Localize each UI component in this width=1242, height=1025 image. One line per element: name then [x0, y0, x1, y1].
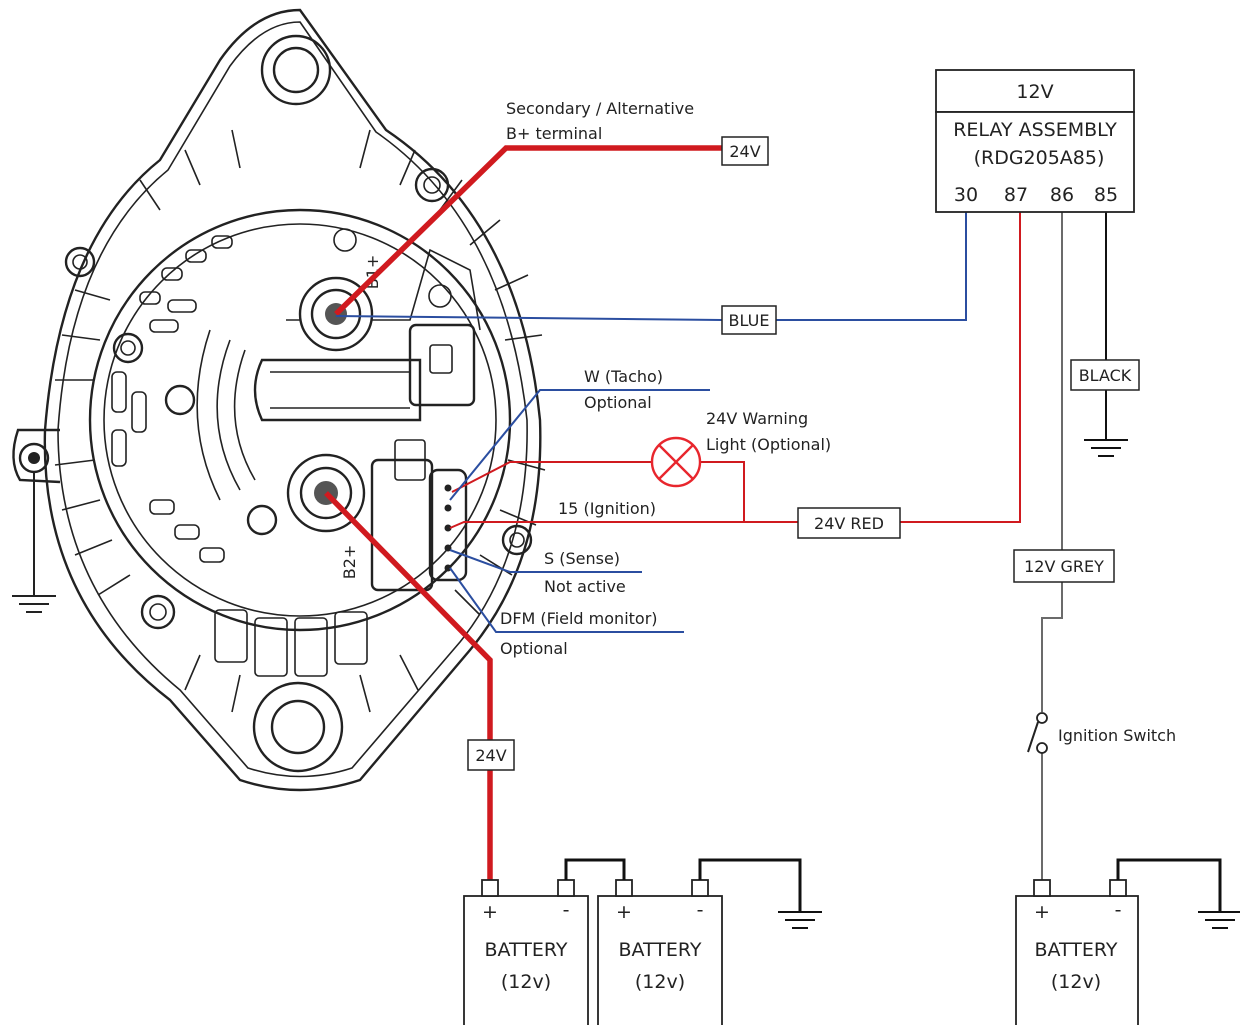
battery-3-name: BATTERY [1034, 939, 1117, 961]
relay-pin-30: 30 [954, 184, 978, 206]
label-24v-b2: 24V [467, 739, 515, 771]
annotation-ignition: 15 (Ignition) [558, 499, 656, 518]
wire-series-link [564, 858, 626, 880]
wire-b2-to-battery [324, 491, 493, 880]
relay-assembly: 12V RELAY ASSEMBLY (RDG205A85) 30 87 86 … [935, 69, 1135, 213]
b2-terminal-label: B2+ [340, 545, 359, 580]
wire-blue-sense [449, 549, 642, 573]
wire-blue-dfm [449, 567, 684, 633]
annotation-dfm-line1: DFM (Field monitor) [500, 609, 658, 628]
connector-pins [444, 484, 452, 572]
annotation-warning-line2: Light (Optional) [706, 435, 831, 454]
battery-2-rating: (12v) [635, 971, 685, 993]
relay-part-number: (RDG205A85) [974, 147, 1105, 169]
battery-3-rating: (12v) [1051, 971, 1101, 993]
annotation-tacho-line1: W (Tacho) [584, 367, 663, 386]
wire-black-85 [1084, 212, 1128, 457]
label-24v-b2-text: 24V [475, 746, 506, 765]
label-black: BLACK [1070, 359, 1140, 391]
wire-blue [335, 212, 967, 321]
wire-red-warning-to-alt [451, 461, 652, 493]
battery-3-plus: + [1034, 901, 1050, 923]
wire-red-warning [700, 461, 745, 522]
relay-pin-86: 86 [1050, 184, 1074, 206]
battery-1: + - BATTERY (12v) [463, 879, 589, 1025]
ground-symbol-battery-bank [698, 858, 822, 929]
wire-red-ignition [449, 521, 798, 529]
wire-red-87 [900, 212, 1021, 523]
label-24v-b-plus-text: 24V [729, 142, 760, 161]
ignition-switch-label: Ignition Switch [1058, 726, 1176, 745]
wire-secondary-b-plus [334, 145, 722, 316]
annotation-secondary-line1: Secondary / Alternative [506, 99, 694, 118]
battery-1-minus: - [563, 899, 570, 921]
annotation-tacho-line2: Optional [584, 393, 652, 412]
battery-1-name: BATTERY [484, 939, 567, 961]
wire-blue-tacho [449, 389, 710, 501]
battery-1-plus: + [482, 901, 498, 923]
ground-symbol-12v-battery [1116, 858, 1240, 929]
ground-symbol-alternator [12, 472, 56, 613]
label-12v-grey-text: 12V GREY [1024, 557, 1104, 576]
battery-2: + - BATTERY (12v) [597, 879, 723, 1025]
label-blue-text: BLUE [729, 311, 770, 330]
battery-2-minus: - [697, 899, 704, 921]
label-blue: BLUE [721, 305, 777, 335]
battery-1-rating: (12v) [501, 971, 551, 993]
battery-2-plus: + [616, 901, 632, 923]
label-black-text: BLACK [1079, 366, 1132, 385]
ignition-switch[interactable] [1027, 712, 1048, 754]
label-24v-red: 24V RED [797, 507, 901, 539]
relay-voltage: 12V [1016, 81, 1053, 103]
annotation-warning-line1: 24V Warning [706, 409, 808, 428]
annotation-sense-line1: S (Sense) [544, 549, 620, 568]
battery-3: + - BATTERY (12v) [1015, 879, 1139, 1025]
label-12v-grey: 12V GREY [1013, 549, 1115, 583]
annotation-sense-line2: Not active [544, 577, 626, 596]
battery-2-name: BATTERY [618, 939, 701, 961]
wire-grey-86 [1041, 212, 1063, 880]
battery-3-minus: - [1115, 899, 1122, 921]
relay-title: RELAY ASSEMBLY [953, 119, 1117, 141]
alternator: B2+ B1+ [12, 8, 546, 792]
relay-pin-85: 85 [1094, 184, 1118, 206]
housing-bolts [64, 167, 533, 630]
warning-lamp-icon [650, 436, 702, 488]
relay-pin-87: 87 [1004, 184, 1028, 206]
label-24v-b-plus: 24V [721, 136, 769, 166]
annotation-dfm-line2: Optional [500, 639, 568, 658]
label-24v-red-text: 24V RED [814, 514, 884, 533]
annotation-secondary-line2: B+ terminal [506, 124, 602, 143]
